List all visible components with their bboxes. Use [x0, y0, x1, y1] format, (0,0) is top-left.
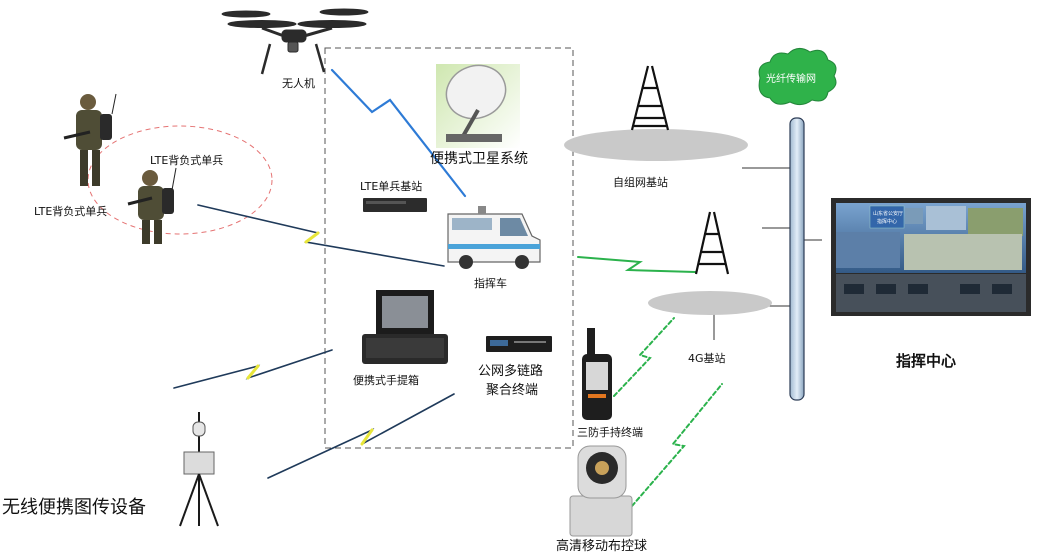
satellite-dish-icon	[436, 64, 520, 148]
multilink-label-line-2: 聚合终端	[486, 383, 539, 398]
handheld-label: 三防手持终端	[577, 426, 643, 439]
rack-terminal-icon	[486, 336, 552, 352]
satellite-label: 便携式卫星系统	[430, 151, 528, 167]
command-center-label: 指挥中心	[896, 352, 957, 370]
drone-label: 无人机	[282, 77, 315, 90]
lte-soldier-label-b: LTE背负式单兵	[34, 205, 108, 218]
video-wall-icon: 山东省公安厅 指挥中心	[831, 198, 1031, 316]
mesh-base-label: 自组网基站	[613, 176, 668, 189]
rugged-case-icon	[362, 290, 448, 364]
server-unit-icon	[363, 198, 427, 212]
portable-case-label: 便携式手提箱	[353, 374, 419, 387]
wireless-device-label: 无线便携图传设备	[2, 497, 146, 518]
center-screen-line-2: 指挥中心	[877, 218, 897, 225]
command-vehicle-label: 指挥车	[474, 277, 507, 290]
base-4g-label: 4G基站	[688, 352, 726, 365]
lte-soldier-label-a: LTE背负式单兵	[150, 154, 224, 167]
radio-handset-icon	[582, 328, 612, 420]
fiber-trunk	[789, 117, 805, 401]
ptz-dome-camera-icon	[569, 445, 633, 537]
soldier-group-halo	[87, 125, 273, 235]
drone-icon	[221, 8, 369, 75]
tripod-device-icon	[179, 412, 219, 527]
ptz-camera-label: 高清移动布控球	[556, 539, 648, 554]
fiber-network-label: 光纤传输网	[766, 74, 816, 85]
van-icon	[447, 206, 541, 269]
lte-base-label: LTE单兵基站	[360, 180, 423, 193]
soldier-icon-b	[127, 167, 177, 244]
cell-tower-icon-4g	[648, 211, 772, 315]
wireless-links	[173, 68, 723, 507]
cell-tower-icon-mesh	[564, 65, 748, 161]
multilink-label-line-1: 公网多链路	[478, 364, 544, 379]
fiber-network-cloud	[758, 48, 837, 106]
center-screen-line-1: 山东省公安厅	[873, 210, 903, 217]
vehicle-system-boundary	[324, 47, 574, 449]
soldier-icon-a	[63, 93, 117, 186]
